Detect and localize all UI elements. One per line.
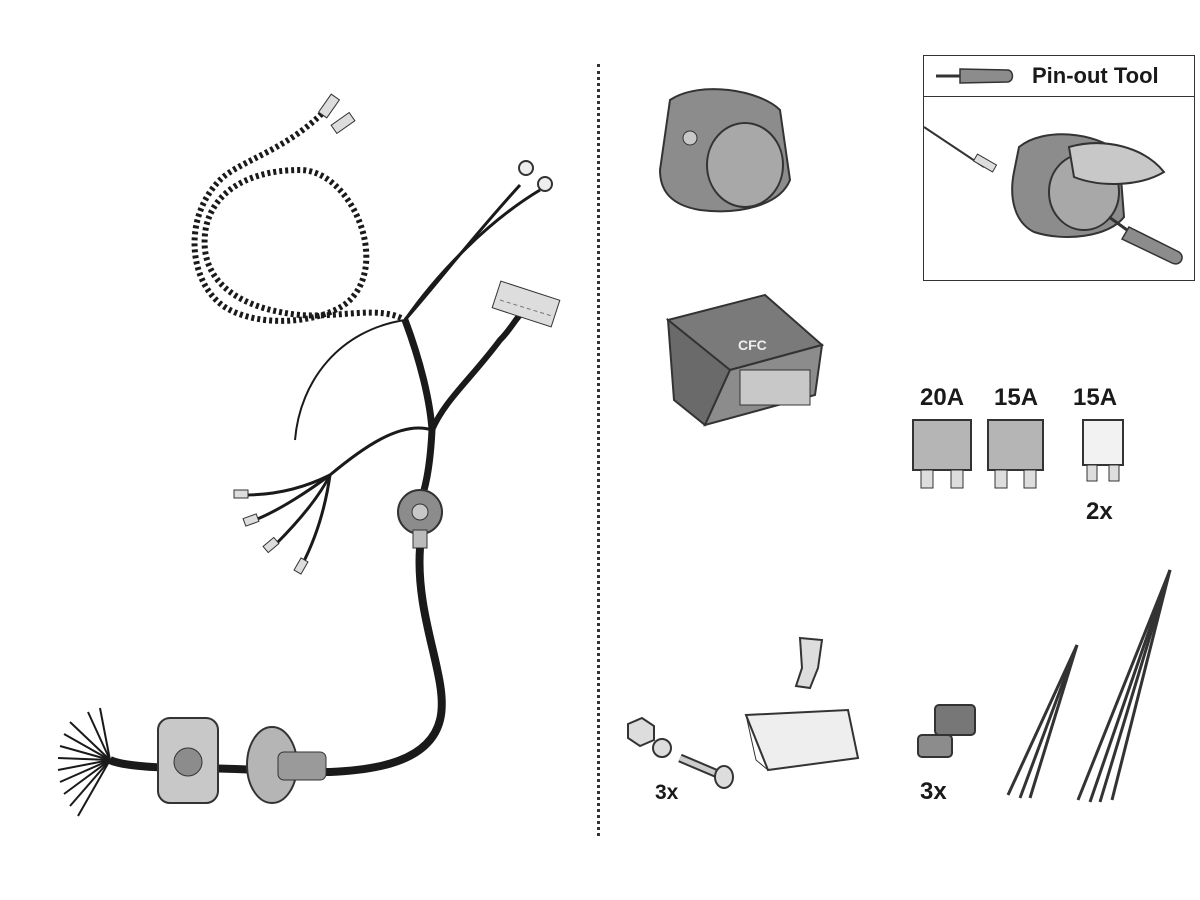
fuse-rating-label: 15A [994, 384, 1039, 411]
pin-tool-icon [936, 68, 1014, 84]
fuse-quantity-label: 2x [1086, 498, 1113, 525]
ring-terminals [518, 160, 553, 192]
cable-clip-quantity-label: 3x [920, 778, 947, 805]
female-terminals [233, 489, 309, 575]
fanned-wire-pins [57, 707, 111, 817]
pinout-tool-usage-illustration [924, 126, 1183, 265]
fuse-15a-spare [1082, 419, 1124, 482]
svg-text:CFC: CFC [738, 337, 767, 353]
screw-set [627, 716, 734, 789]
cable-ties-short [1006, 644, 1079, 799]
fuse-rating-label: 15A [1073, 384, 1118, 411]
spade-connectors [317, 93, 356, 135]
control-module: CFC [665, 293, 825, 427]
pinout-tool-title: Pin-out Tool [1032, 63, 1159, 88]
screw-set-quantity-label: 3x [655, 781, 679, 804]
mounting-bracket [794, 636, 824, 690]
fuse-20a [912, 419, 972, 489]
main-cable [401, 318, 436, 512]
fuse-rating-label: 20A [920, 384, 965, 411]
beaded-cable [191, 103, 407, 324]
fuse-15a [987, 419, 1044, 489]
cable-clips [917, 704, 976, 758]
section-divider [597, 64, 600, 836]
socket-flange [246, 726, 327, 804]
cable-grommet [397, 489, 443, 549]
socket-mount-plate [157, 717, 219, 804]
pinout-tool-panel: Pin-out Tool [923, 55, 1195, 281]
multipin-plug [491, 280, 561, 328]
cable-ties-long [1076, 569, 1172, 803]
trailer-socket [658, 88, 792, 213]
pinout-tool-header: Pin-out Tool [924, 56, 1194, 97]
adhesive-pad [744, 708, 860, 772]
wiring-harness-illustration [57, 93, 561, 817]
